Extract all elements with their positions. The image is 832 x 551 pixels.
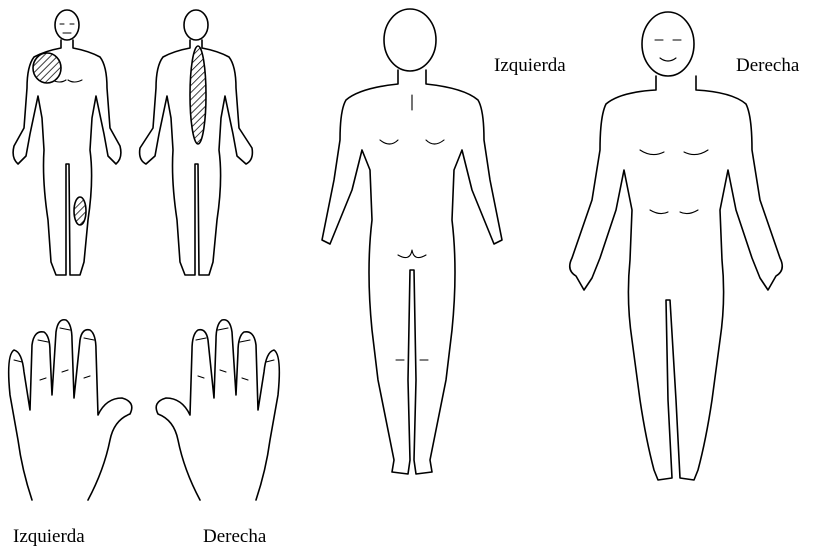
large-front-figure	[570, 12, 783, 480]
large-back-figure	[322, 9, 502, 474]
left-hand	[9, 320, 132, 500]
front-figure-right-label: Derecha	[736, 55, 799, 77]
right-hand-label: Derecha	[203, 526, 266, 548]
pain-area-spine	[190, 46, 206, 144]
right-hand	[156, 320, 279, 500]
back-figure-left-label: Izquierda	[494, 55, 566, 77]
left-hand-label: Izquierda	[13, 526, 85, 548]
pain-area-leg	[74, 197, 86, 225]
small-front-figure	[13, 10, 121, 275]
pain-area-shoulder	[33, 53, 61, 83]
